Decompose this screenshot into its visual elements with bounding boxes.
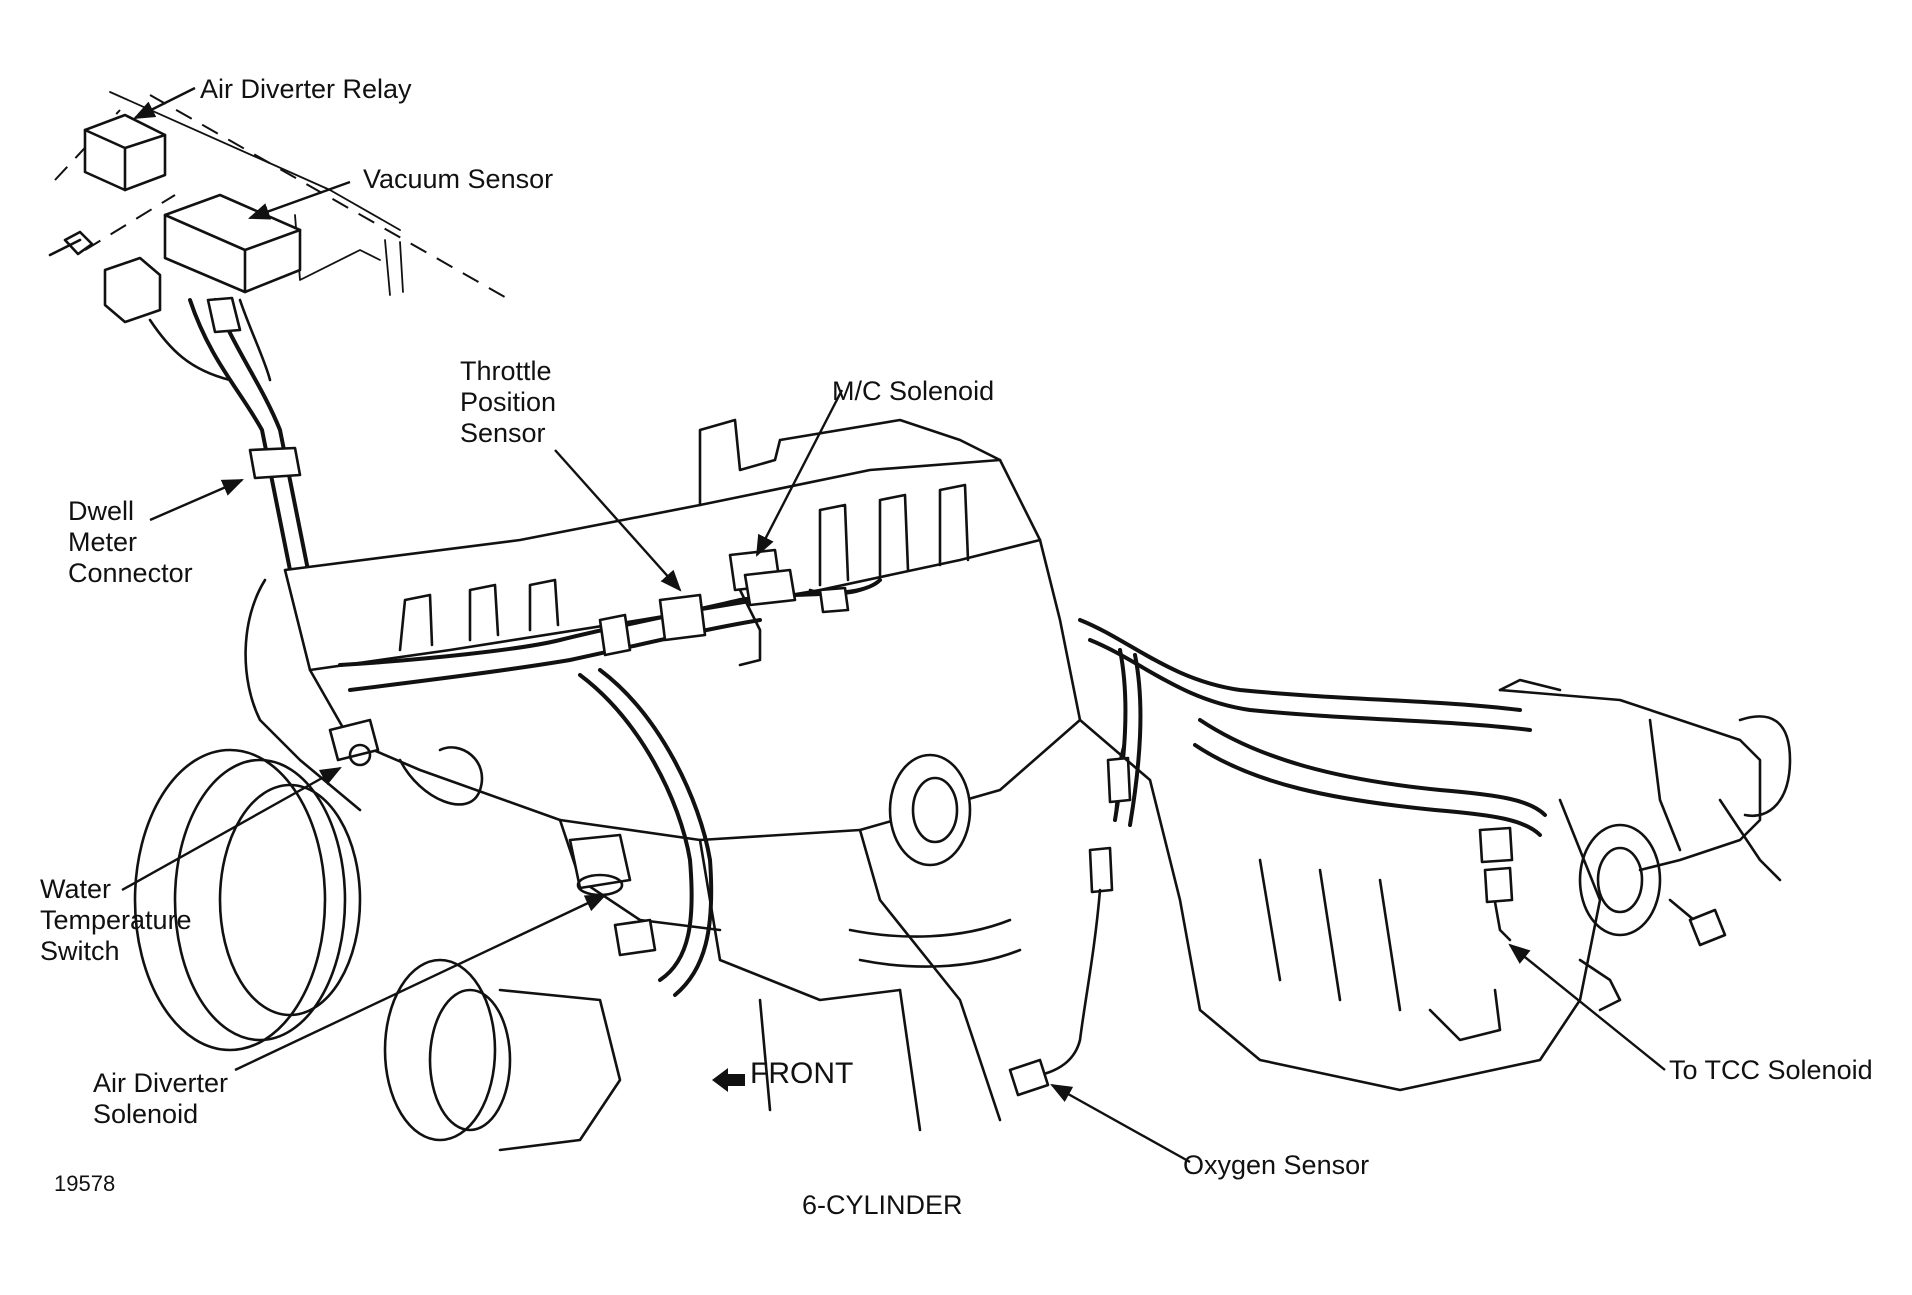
label-oxygen-sensor: Oxygen Sensor	[1183, 1150, 1370, 1180]
air-diverter-relay-part	[48, 113, 167, 257]
label-line: Temperature	[40, 905, 192, 935]
figure-caption: 6-CYLINDER	[802, 1190, 963, 1220]
main-wiring-harness	[338, 578, 1547, 997]
label-throttle-position-sensor: Throttle Position Sensor	[460, 356, 556, 449]
vacuum-sensor-part	[103, 193, 302, 324]
label-air-diverter-solenoid: Air Diverter Solenoid	[93, 1068, 228, 1130]
front-arrow-icon	[712, 1068, 745, 1092]
label-to-tcc-solenoid: To TCC Solenoid	[1669, 1055, 1873, 1085]
throttle-body-connectors	[598, 548, 882, 667]
label-line: Air Diverter	[93, 1068, 229, 1098]
label-line: Connector	[68, 558, 193, 588]
label-leader-lines	[121, 86, 1666, 1164]
air-diverter-solenoid-part	[568, 833, 657, 957]
label-line: Water	[40, 874, 112, 904]
label-line: Switch	[40, 936, 120, 966]
label-vacuum-sensor: Vacuum Sensor	[363, 164, 554, 194]
label-line: Solenoid	[93, 1099, 199, 1129]
label-dwell-meter-connector: Dwell Meter Connector	[68, 496, 193, 589]
label-line: Throttle	[460, 356, 552, 386]
transmission	[1078, 678, 1792, 1092]
mounting-bolt	[1668, 898, 1727, 947]
label-mc-solenoid: M/C Solenoid	[832, 376, 995, 406]
label-line: Meter	[68, 527, 138, 557]
figure-number: 19578	[54, 1171, 116, 1196]
valve-cover	[283, 418, 1042, 672]
label-line: Dwell	[68, 496, 135, 526]
label-air-diverter-relay: Air Diverter Relay	[200, 74, 412, 104]
water-temperature-switch-part	[328, 718, 484, 806]
tcc-solenoid-connector	[1478, 826, 1514, 942]
label-line: Position	[460, 387, 557, 417]
oxygen-sensor-wire	[1008, 738, 1132, 1097]
label-water-temperature-switch: Water Temperature Switch	[40, 874, 192, 967]
front-pulleys	[133, 748, 622, 1152]
front-marker-label: FRONT	[750, 1057, 854, 1090]
upper-wiring-harness	[148, 296, 310, 572]
exhaust-manifold	[848, 753, 1022, 968]
label-line: Sensor	[460, 418, 546, 448]
